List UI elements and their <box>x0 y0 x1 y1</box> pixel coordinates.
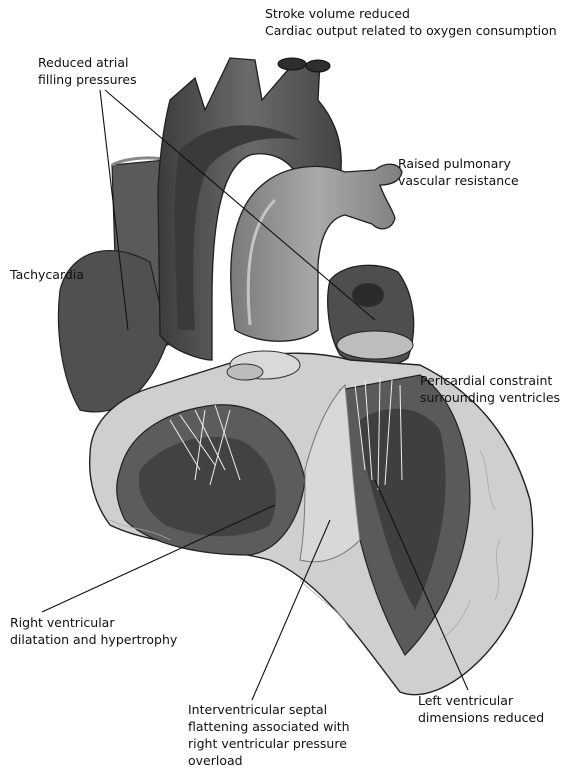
label-lv-dimensions: Left ventricular dimensions reduced <box>418 692 544 726</box>
label-line: right ventricular pressure <box>188 735 350 752</box>
label-stroke-volume: Stroke volume reduced Cardiac output rel… <box>265 5 557 39</box>
label-line: dimensions reduced <box>418 709 544 726</box>
label-line: surrounding ventricles <box>420 389 560 406</box>
label-line: dilatation and hypertrophy <box>10 631 177 648</box>
label-atrial-filling: Reduced atrial filling pressures <box>38 54 137 88</box>
label-line: overload <box>188 752 350 769</box>
label-line: Left ventricular <box>418 692 544 709</box>
label-line: Interventricular septal <box>188 701 350 718</box>
label-tachycardia: Tachycardia <box>10 266 84 283</box>
label-line: Tachycardia <box>10 266 84 283</box>
label-line: Pericardial constraint <box>420 372 560 389</box>
label-line: Stroke volume reduced <box>265 5 557 22</box>
label-line: filling pressures <box>38 71 137 88</box>
label-line: Raised pulmonary <box>398 155 519 172</box>
label-pulmonary-resistance: Raised pulmonary vascular resistance <box>398 155 519 189</box>
label-line: vascular resistance <box>398 172 519 189</box>
label-line: Reduced atrial <box>38 54 137 71</box>
label-line: flattening associated with <box>188 718 350 735</box>
label-pericardial-constraint: Pericardial constraint surrounding ventr… <box>420 372 560 406</box>
label-line: Cardiac output related to oxygen consump… <box>265 22 557 39</box>
label-rv-dilatation: Right ventricular dilatation and hypertr… <box>10 614 177 648</box>
vena-cava <box>58 158 168 412</box>
label-septal-flattening: Interventricular septal flattening assoc… <box>188 701 350 769</box>
label-line: Right ventricular <box>10 614 177 631</box>
